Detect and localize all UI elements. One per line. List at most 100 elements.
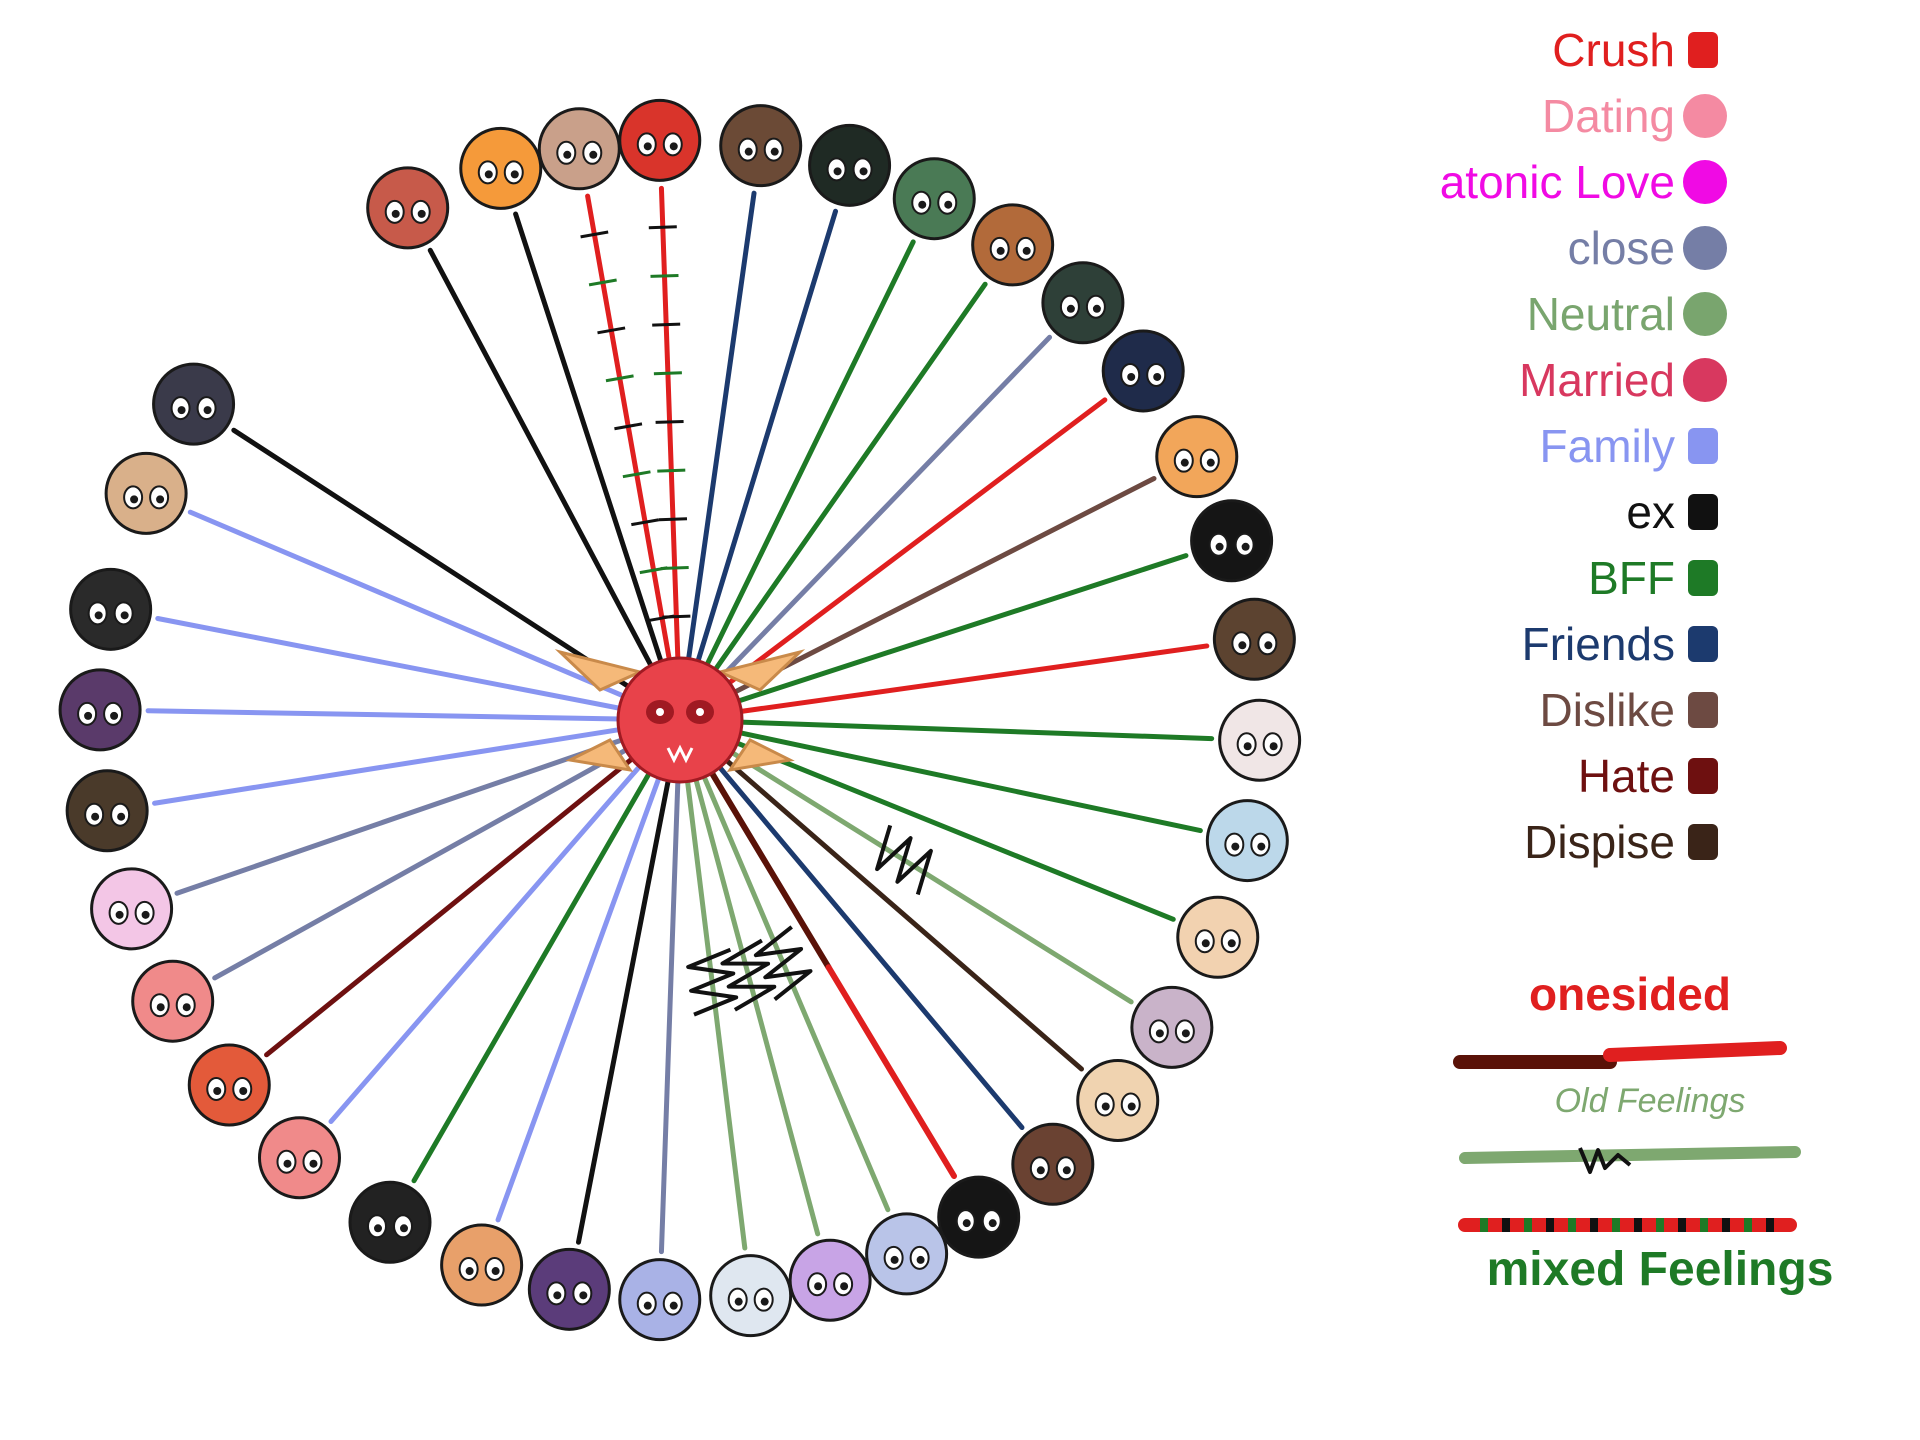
legend-swatch-family: [1688, 428, 1718, 464]
relation-line-c16: [719, 734, 1176, 922]
legend-swatch-friends: [1688, 626, 1718, 662]
legend-mixed-label: mixed Feelings: [1487, 1243, 1834, 1296]
relation-line-c20: [700, 755, 958, 1180]
relation-line-c29: [264, 745, 648, 1058]
black-shadow-head-icon: [937, 1175, 1021, 1259]
relation-line-c27: [411, 756, 660, 1184]
fishbowl-head-icon: [459, 126, 543, 210]
relation-line-c09: [708, 334, 1053, 691]
legend-onesided-line: [1453, 1041, 1787, 1069]
red-ball-head-icon: [618, 98, 702, 182]
green-hat-head-icon: [892, 157, 976, 241]
relation-line-c14: [722, 719, 1215, 742]
orange-fish-head-icon: [187, 1043, 271, 1127]
relation-line-c11: [717, 475, 1157, 703]
relation-line-c19: [706, 751, 1025, 1131]
relation-line-c22: [689, 760, 821, 1237]
relation-line-c08: [703, 281, 988, 686]
legend-items: CrushDatingPlatonic LovecloseNeutralMarr…: [1440, 24, 1727, 868]
goggles-head-icon: [971, 203, 1055, 287]
legend-swatch-ex: [1688, 494, 1718, 530]
navy-hooded-head-icon: [1101, 329, 1185, 413]
pink-cat-head-icon: [257, 1116, 341, 1200]
legend-label-bff: BFF: [1588, 552, 1675, 604]
relation-line-c30: [212, 739, 644, 981]
relationship-lines: [145, 185, 1215, 1255]
relation-line-c15: [721, 726, 1203, 834]
relation-line-c12: [720, 553, 1189, 709]
relation-line-c06: [690, 208, 839, 680]
legend-swatch-dating: [1683, 94, 1727, 138]
legend-mixed-line: [1458, 1218, 1797, 1232]
right-ear-icon: [715, 649, 806, 692]
center-character: [554, 649, 806, 784]
legend-swatch-hate: [1688, 758, 1718, 794]
clown-head-icon: [1076, 1059, 1160, 1143]
white-hair-head-icon: [1218, 698, 1302, 782]
legend-swatch-crush: [1688, 32, 1718, 68]
pointy-ears-head-icon: [865, 1212, 949, 1296]
legend-panel: CrushDatingPlatonic LovecloseNeutralMarr…: [1440, 24, 1834, 1296]
relationship-wheel: [58, 98, 1302, 1342]
purple-box-head-icon: [527, 1247, 611, 1331]
blue-bow-head-icon: [618, 1258, 702, 1342]
plant-pot-head-icon: [719, 104, 803, 188]
jar-head-icon: [131, 959, 215, 1043]
pink-goggles-head-icon: [104, 451, 188, 535]
relation-line-c23: [682, 762, 748, 1251]
flower-head-icon: [1155, 415, 1239, 499]
relation-line-c25: [575, 761, 674, 1245]
legend-onesided-label: onesided: [1529, 968, 1731, 1020]
legend-label-close: close: [1568, 222, 1675, 274]
brown-horned-head-icon: [1212, 597, 1296, 681]
legend-old-feelings-label: Old Feelings: [1555, 1082, 1746, 1120]
heart-head-icon: [90, 867, 174, 951]
relation-line-c18: [711, 747, 1085, 1072]
relation-line-c36: [231, 427, 645, 698]
pastel-blob-head-icon: [1205, 799, 1289, 883]
relation-line-c26: [495, 759, 668, 1223]
relation-line-c31: [174, 732, 640, 896]
bun-head-icon: [537, 107, 621, 191]
black-cat-head-icon: [1190, 499, 1274, 583]
fangs-icon: [666, 744, 694, 764]
black-white-cat-head-icon: [348, 1180, 432, 1264]
magnifier-head-icon: [58, 668, 142, 752]
right-fin-icon: [726, 738, 795, 773]
legend-swatch-married: [1683, 358, 1727, 402]
legend-swatch-platonic: [1683, 160, 1727, 204]
legend-label-hate: Hate: [1578, 750, 1675, 802]
relation-line-c34: [155, 615, 639, 714]
gray-haired-head-icon: [152, 362, 236, 446]
red-cat-head-icon: [616, 656, 744, 784]
legend-old-feelings-line: [1459, 1146, 1801, 1174]
dark-cat-head-icon: [808, 123, 892, 207]
legend-swatch-bff: [1688, 560, 1718, 596]
legend-swatch-close: [1683, 226, 1727, 270]
relation-line-c24: [658, 762, 681, 1255]
tv-head-icon: [1041, 261, 1125, 345]
legend-label-family: Family: [1540, 420, 1675, 472]
white-fluffy-head-icon: [709, 1254, 793, 1338]
legend-label-dating: Dating: [1542, 90, 1675, 142]
relation-line-c32: [152, 724, 639, 806]
witch-hat-head-icon: [69, 567, 153, 651]
long-hair-head-icon: [65, 769, 149, 853]
relation-line-c13: [722, 643, 1210, 717]
legend-label-neutral: Neutral: [1527, 288, 1675, 340]
brown-round-head-icon: [1011, 1122, 1095, 1206]
relation-line-c07: [697, 239, 916, 683]
legend-swatch-dislike: [1688, 692, 1718, 728]
legend-swatch-neutral: [1683, 292, 1727, 336]
relation-line-c03: [580, 193, 677, 679]
fox-ears-head-icon: [440, 1223, 524, 1307]
relation-line-c28: [328, 751, 653, 1125]
relation-line-c21: [695, 758, 891, 1213]
relation-line-c04: [648, 185, 691, 678]
relation-line-c01: [427, 247, 662, 683]
character-heads: [58, 98, 1302, 1342]
legend-label-platonic: Platonic Love: [1440, 156, 1675, 208]
white-cap-head-icon: [366, 166, 450, 250]
legend-label-ex: ex: [1626, 486, 1675, 538]
left-ear-icon: [554, 649, 645, 692]
